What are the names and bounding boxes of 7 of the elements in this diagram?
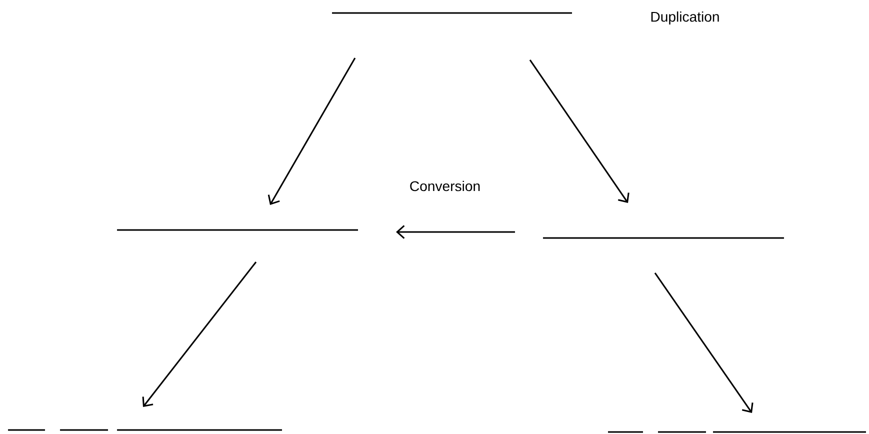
arrow bbox=[529, 60, 630, 203]
arrow bbox=[268, 58, 356, 205]
arrow bbox=[396, 225, 515, 239]
step-label: Duplication bbox=[651, 11, 719, 25]
arrow bbox=[654, 272, 754, 413]
arrow bbox=[142, 262, 257, 407]
edge-label: Conversion bbox=[408, 179, 482, 193]
